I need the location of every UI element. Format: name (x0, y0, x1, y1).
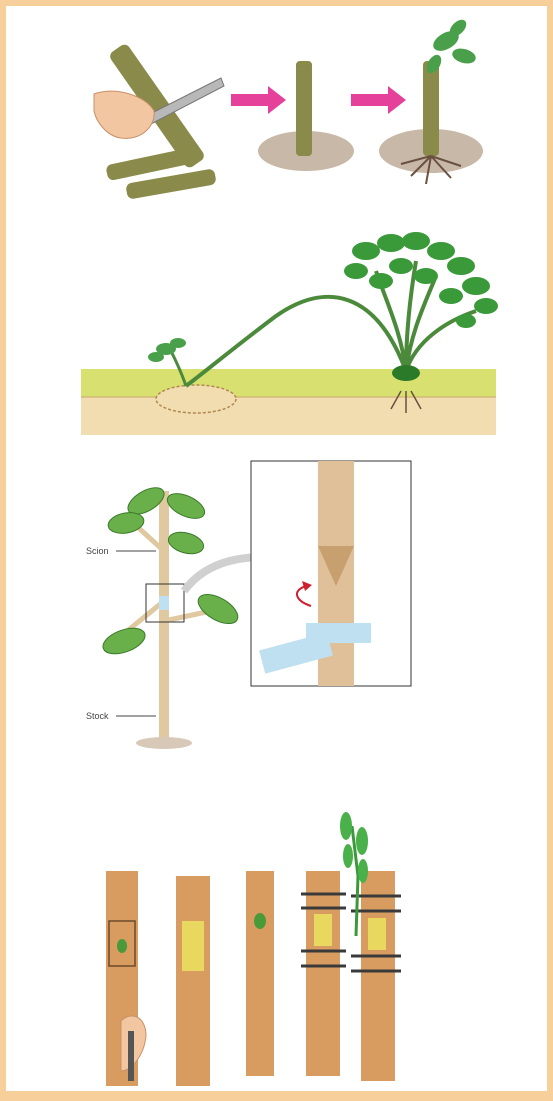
cutting-panel (6, 16, 553, 206)
leaf-icon (424, 17, 478, 76)
soil-mound (156, 385, 236, 413)
budding-panel (6, 786, 553, 1101)
grafting-illustration: Scion Stock (6, 451, 553, 771)
leaf-icon (100, 482, 243, 659)
scion-label: Scion (86, 546, 156, 556)
planted-cutting (258, 61, 354, 171)
trunk-4 (301, 871, 346, 1076)
trunk-5 (340, 812, 401, 1081)
cutting-illustration (6, 16, 553, 206)
new-shoot-leaves (148, 338, 186, 362)
grafting-panel: Scion Stock (6, 451, 553, 771)
arrow-icon (231, 86, 286, 114)
arrow-icon-2 (351, 86, 406, 114)
svg-text:Scion: Scion (86, 546, 109, 556)
layering-panel (6, 221, 553, 436)
svg-text:Stock: Stock (86, 711, 109, 721)
graft-closeup (251, 461, 411, 686)
ground (81, 369, 496, 435)
stock-label: Stock (86, 711, 156, 721)
trunk-2 (176, 876, 210, 1086)
trunk-3 (246, 871, 274, 1076)
budding-illustration (6, 786, 553, 1101)
layering-illustration (6, 221, 553, 436)
